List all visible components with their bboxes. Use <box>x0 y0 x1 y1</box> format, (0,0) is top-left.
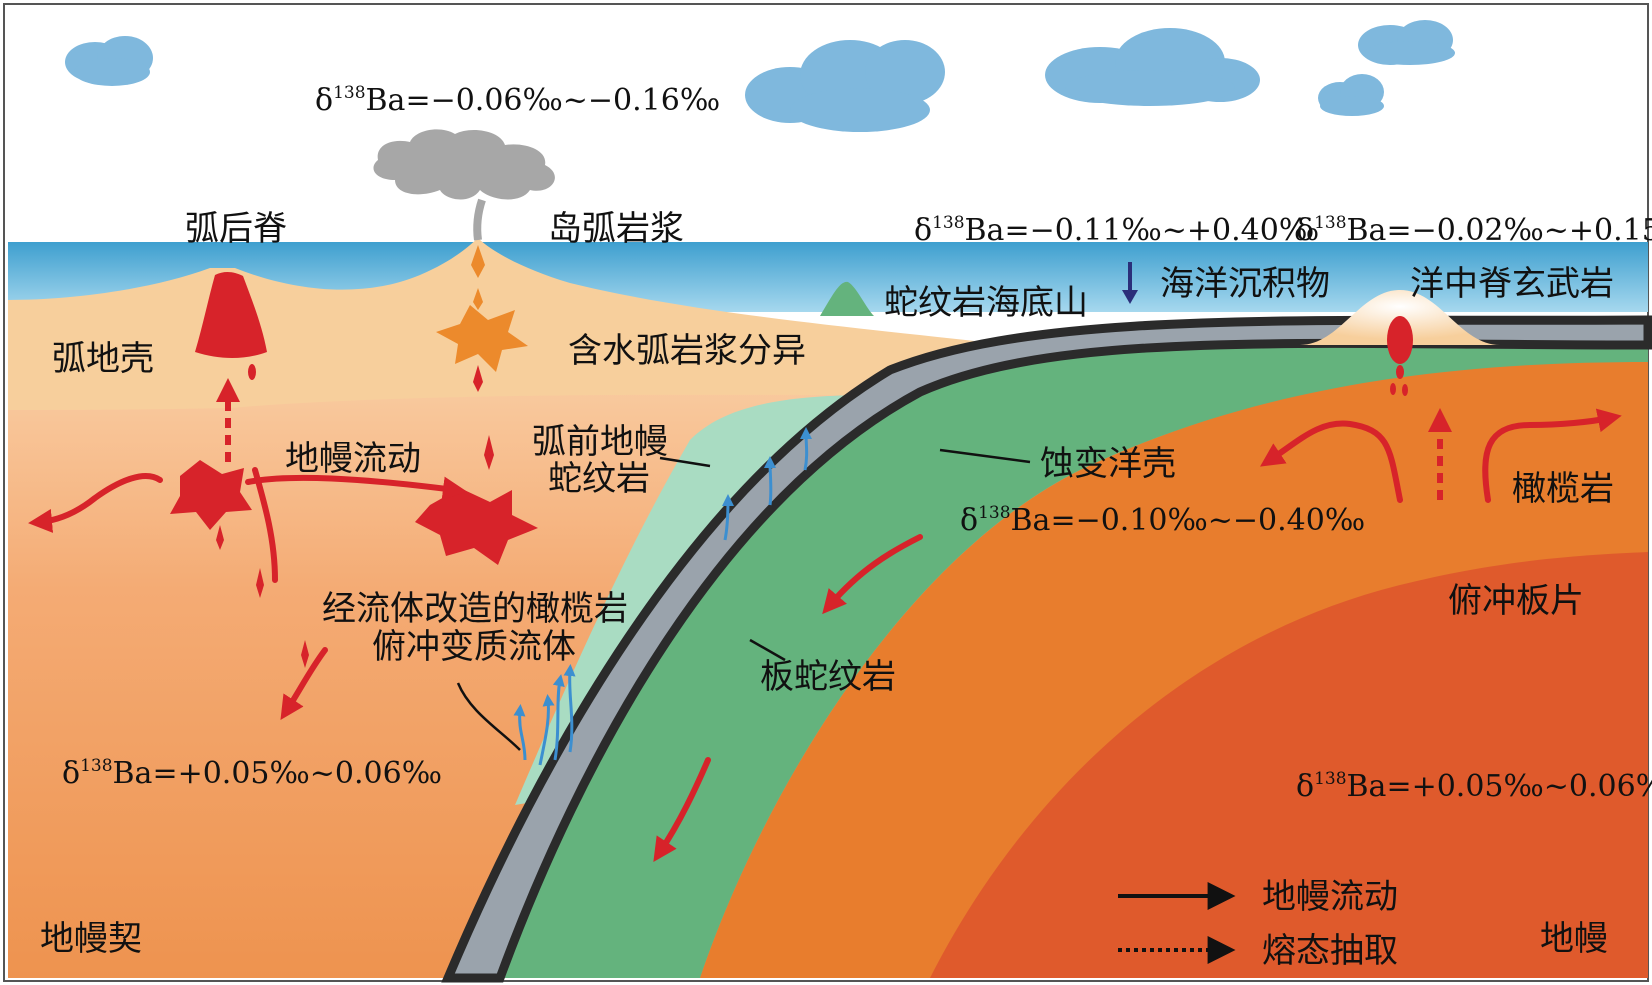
label-mantle-flow: 地幔流动 <box>285 439 421 479</box>
cloud-3 <box>1045 28 1260 106</box>
mantle-flow-arrows <box>28 408 1622 862</box>
serpentinite-seamount-shape <box>820 281 874 316</box>
oceanic-crust <box>441 315 1652 983</box>
volcano-vent-plume <box>473 198 486 241</box>
cloud-4 <box>1358 20 1455 65</box>
label-morb: 洋中脊玄武岩 <box>1410 264 1614 304</box>
iso-sediment: δ138Ba=−0.11‰~+0.40‰ <box>914 213 1319 248</box>
hydrous-magma-drop <box>473 365 483 392</box>
back-arc-magma <box>195 272 267 358</box>
melt-extraction-arrows <box>216 378 1452 500</box>
clouds <box>65 20 1455 132</box>
back-arc-drop <box>248 364 256 380</box>
label-forearc-1: 弧前地幔 <box>532 422 668 462</box>
label-slab-serpentinite: 板蛇纹岩 <box>760 657 896 697</box>
label-mantle: 地幔 <box>1540 919 1608 959</box>
label-peridotite: 橄榄岩 <box>1512 469 1614 509</box>
sediment-arrowhead <box>1122 290 1138 304</box>
ridge-magma-drops <box>1390 365 1408 396</box>
iso-volcano: δ138Ba=−0.06‰~−0.16‰ <box>315 83 720 118</box>
label-altered-crust: 蚀变洋壳 <box>1040 444 1176 484</box>
hydrous-magma-body <box>436 305 528 372</box>
iso-morb: δ138Ba=−0.02‰~+0.15‰ <box>1296 213 1652 248</box>
cloud-2 <box>745 40 945 132</box>
arc-magma-body <box>415 488 538 565</box>
legend-mantle-flow-label: 地幔流动 <box>1262 877 1398 917</box>
back-arc-magma-body <box>170 460 252 530</box>
island-arc-conduit <box>471 245 485 310</box>
iso-altered-crust: δ138Ba=−0.10‰~−0.40‰ <box>960 503 1365 538</box>
fluid-arrows <box>513 427 813 766</box>
legend-melt-extraction-label: 熔态抽取 <box>1262 931 1398 971</box>
label-fluid-modified-1: 经流体改造的橄榄岩 <box>322 589 628 629</box>
label-arc-crust: 弧地壳 <box>52 339 154 379</box>
label-ocean-sediment: 海洋沉积物 <box>1160 264 1330 304</box>
ridge-magma-chamber <box>1387 316 1413 364</box>
label-forearc-2: 蛇纹岩 <box>548 459 650 499</box>
iso-deep-mantle: δ138Ba=+0.05‰~0.06‰ <box>1296 769 1652 804</box>
label-subducting-slab: 俯冲板片 <box>1448 581 1584 621</box>
volcano-smoke <box>373 129 555 200</box>
label-hydrous-magma: 含水弧岩浆分异 <box>568 331 806 371</box>
cloud-1 <box>65 36 153 86</box>
label-back-arc-ridge: 弧后脊 <box>185 209 287 249</box>
cloud-5 <box>1318 74 1384 116</box>
magma-drops <box>216 435 494 668</box>
deep-mantle <box>930 552 1648 978</box>
label-island-arc-magma: 岛弧岩浆 <box>548 209 684 249</box>
label-mantle-wedge: 地幔契 <box>40 919 142 959</box>
leader-lines <box>456 448 1031 751</box>
iso-mantle-wedge: δ138Ba=+0.05‰~0.06‰ <box>62 756 442 791</box>
label-seamount: 蛇纹岩海底山 <box>884 283 1088 323</box>
label-fluid-modified-2: 俯冲变质流体 <box>372 627 576 667</box>
legend: 地幔流动 熔态抽取 <box>1118 877 1398 971</box>
